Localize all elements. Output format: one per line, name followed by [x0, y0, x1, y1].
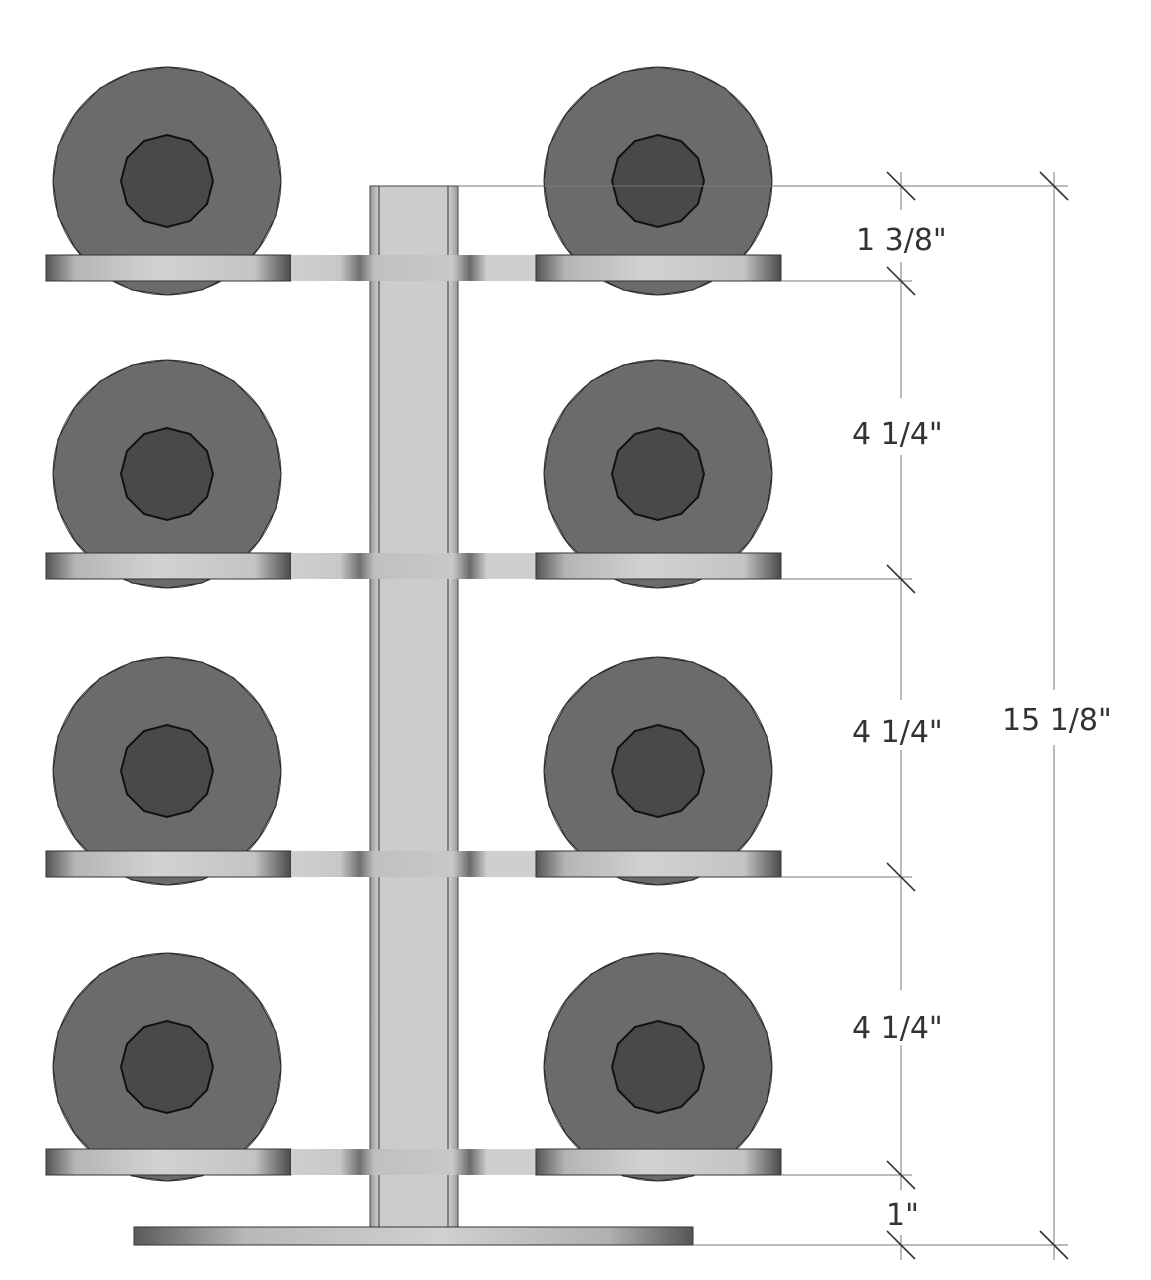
shelf-hub — [291, 851, 536, 877]
shelf-left — [45, 850, 292, 878]
dimension-lines — [458, 172, 1068, 1260]
shelf-hub — [291, 553, 536, 579]
shelf-right — [535, 850, 782, 878]
base-plate — [133, 1226, 694, 1246]
tier-4 — [45, 952, 782, 1182]
dimension-label-tier-2: 4 1/4" — [852, 715, 943, 750]
shelf-hub — [291, 1149, 536, 1175]
shelf-left — [45, 1148, 292, 1176]
tier-3 — [45, 656, 782, 886]
dimension-label-tier-1: 4 1/4" — [852, 417, 943, 452]
tier-1 — [45, 66, 782, 296]
dimension-label-overall: 15 1/8" — [1002, 703, 1112, 738]
center-post — [369, 185, 459, 1229]
dimension-label-top: 1 3/8" — [856, 223, 947, 258]
shelf-hub — [291, 255, 536, 281]
tier-2 — [45, 359, 782, 589]
bottle-right — [543, 952, 773, 1182]
shelf-right — [535, 552, 782, 580]
shelf-left — [45, 254, 292, 282]
shelf-right — [535, 1148, 782, 1176]
shelf-left — [45, 552, 292, 580]
shelf-right — [535, 254, 782, 282]
dimension-label-base: 1" — [886, 1198, 919, 1233]
bottle-left — [52, 952, 282, 1182]
dimension-label-tier-3: 4 1/4" — [852, 1011, 943, 1046]
